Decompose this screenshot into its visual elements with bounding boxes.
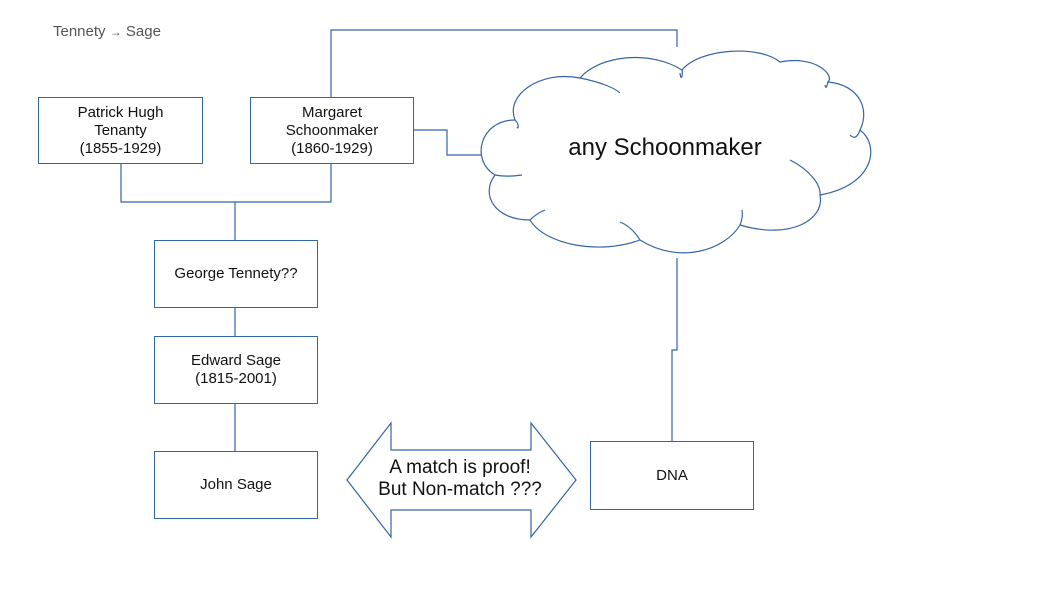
cloud-label: any Schoonmaker [568,134,762,161]
connector-margaret-cloud-top [330,29,678,97]
double-arrow-label: A match is proof! But Non-match ??? [378,457,542,500]
node-patrick-label: Patrick Hugh Tenanty (1855-1929) [77,103,164,157]
diagram-title: Tennety → Sage [53,23,161,40]
node-dna[interactable]: DNA [590,441,754,510]
node-john[interactable]: John Sage [154,451,318,519]
connector-cloud-dna [671,258,678,441]
node-margaret-label: Margaret Schoonmaker (1860-1929) [285,103,379,157]
title-to: Sage [125,23,161,40]
arrow-right-icon: → [109,25,122,39]
node-margaret[interactable]: Margaret Schoonmaker (1860-1929) [250,97,414,164]
connector-margaret-cloud-side [413,129,482,156]
node-edward-label: Edward Sage (1815-2001) [190,352,282,387]
connector-patrick-margaret [120,163,332,203]
title-from: Tennety [53,23,106,40]
node-george-label: George Tennety?? [174,265,298,282]
double-arrow-shape [346,421,577,539]
node-patrick[interactable]: Patrick Hugh Tenanty (1855-1929) [38,97,203,164]
node-edward[interactable]: Edward Sage (1815-2001) [154,336,318,404]
node-john-label: John Sage [200,476,272,493]
cloud-shape [480,50,872,254]
node-dna-label: DNA [656,466,688,484]
node-george[interactable]: George Tennety?? [154,240,318,308]
